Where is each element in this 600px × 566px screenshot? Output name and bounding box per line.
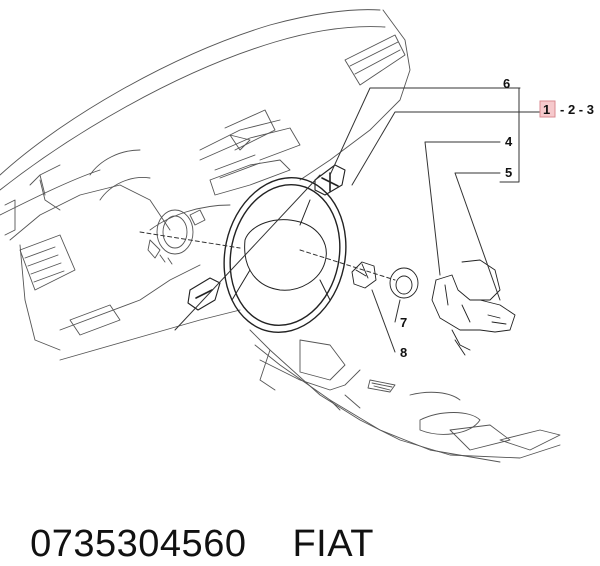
paddle-shifters-drawing: [187, 164, 346, 311]
leader-lines: [139, 87, 541, 353]
part-footer: 0735304560 FIAT: [8, 480, 374, 565]
callout-4: 4: [505, 134, 513, 149]
dashboard-drawing: [0, 9, 411, 361]
callout-1-highlight: [539, 100, 556, 118]
exploded-parts-diagram: 6 1 - 2 - 3 4 5 7 8: [0, 9, 594, 463]
callout-6: 6: [503, 76, 510, 91]
part-number: 0735304560: [30, 523, 247, 565]
callout-8: 8: [400, 345, 407, 360]
center-console-drawing: [249, 329, 561, 463]
callout-1: 1: [543, 102, 550, 117]
callout-1-suffix: - 2 - 3: [560, 102, 594, 117]
switch-module-drawing: [351, 261, 377, 289]
part-brand: FIAT: [292, 523, 374, 565]
steering-wheel-drawing: [223, 176, 347, 334]
callout-7: 7: [400, 315, 407, 330]
ring-part-drawing: [389, 267, 419, 299]
callout-5: 5: [505, 165, 512, 180]
instrument-cluster-drawing: [147, 209, 206, 265]
stalk-assembly-drawing: [431, 259, 516, 356]
